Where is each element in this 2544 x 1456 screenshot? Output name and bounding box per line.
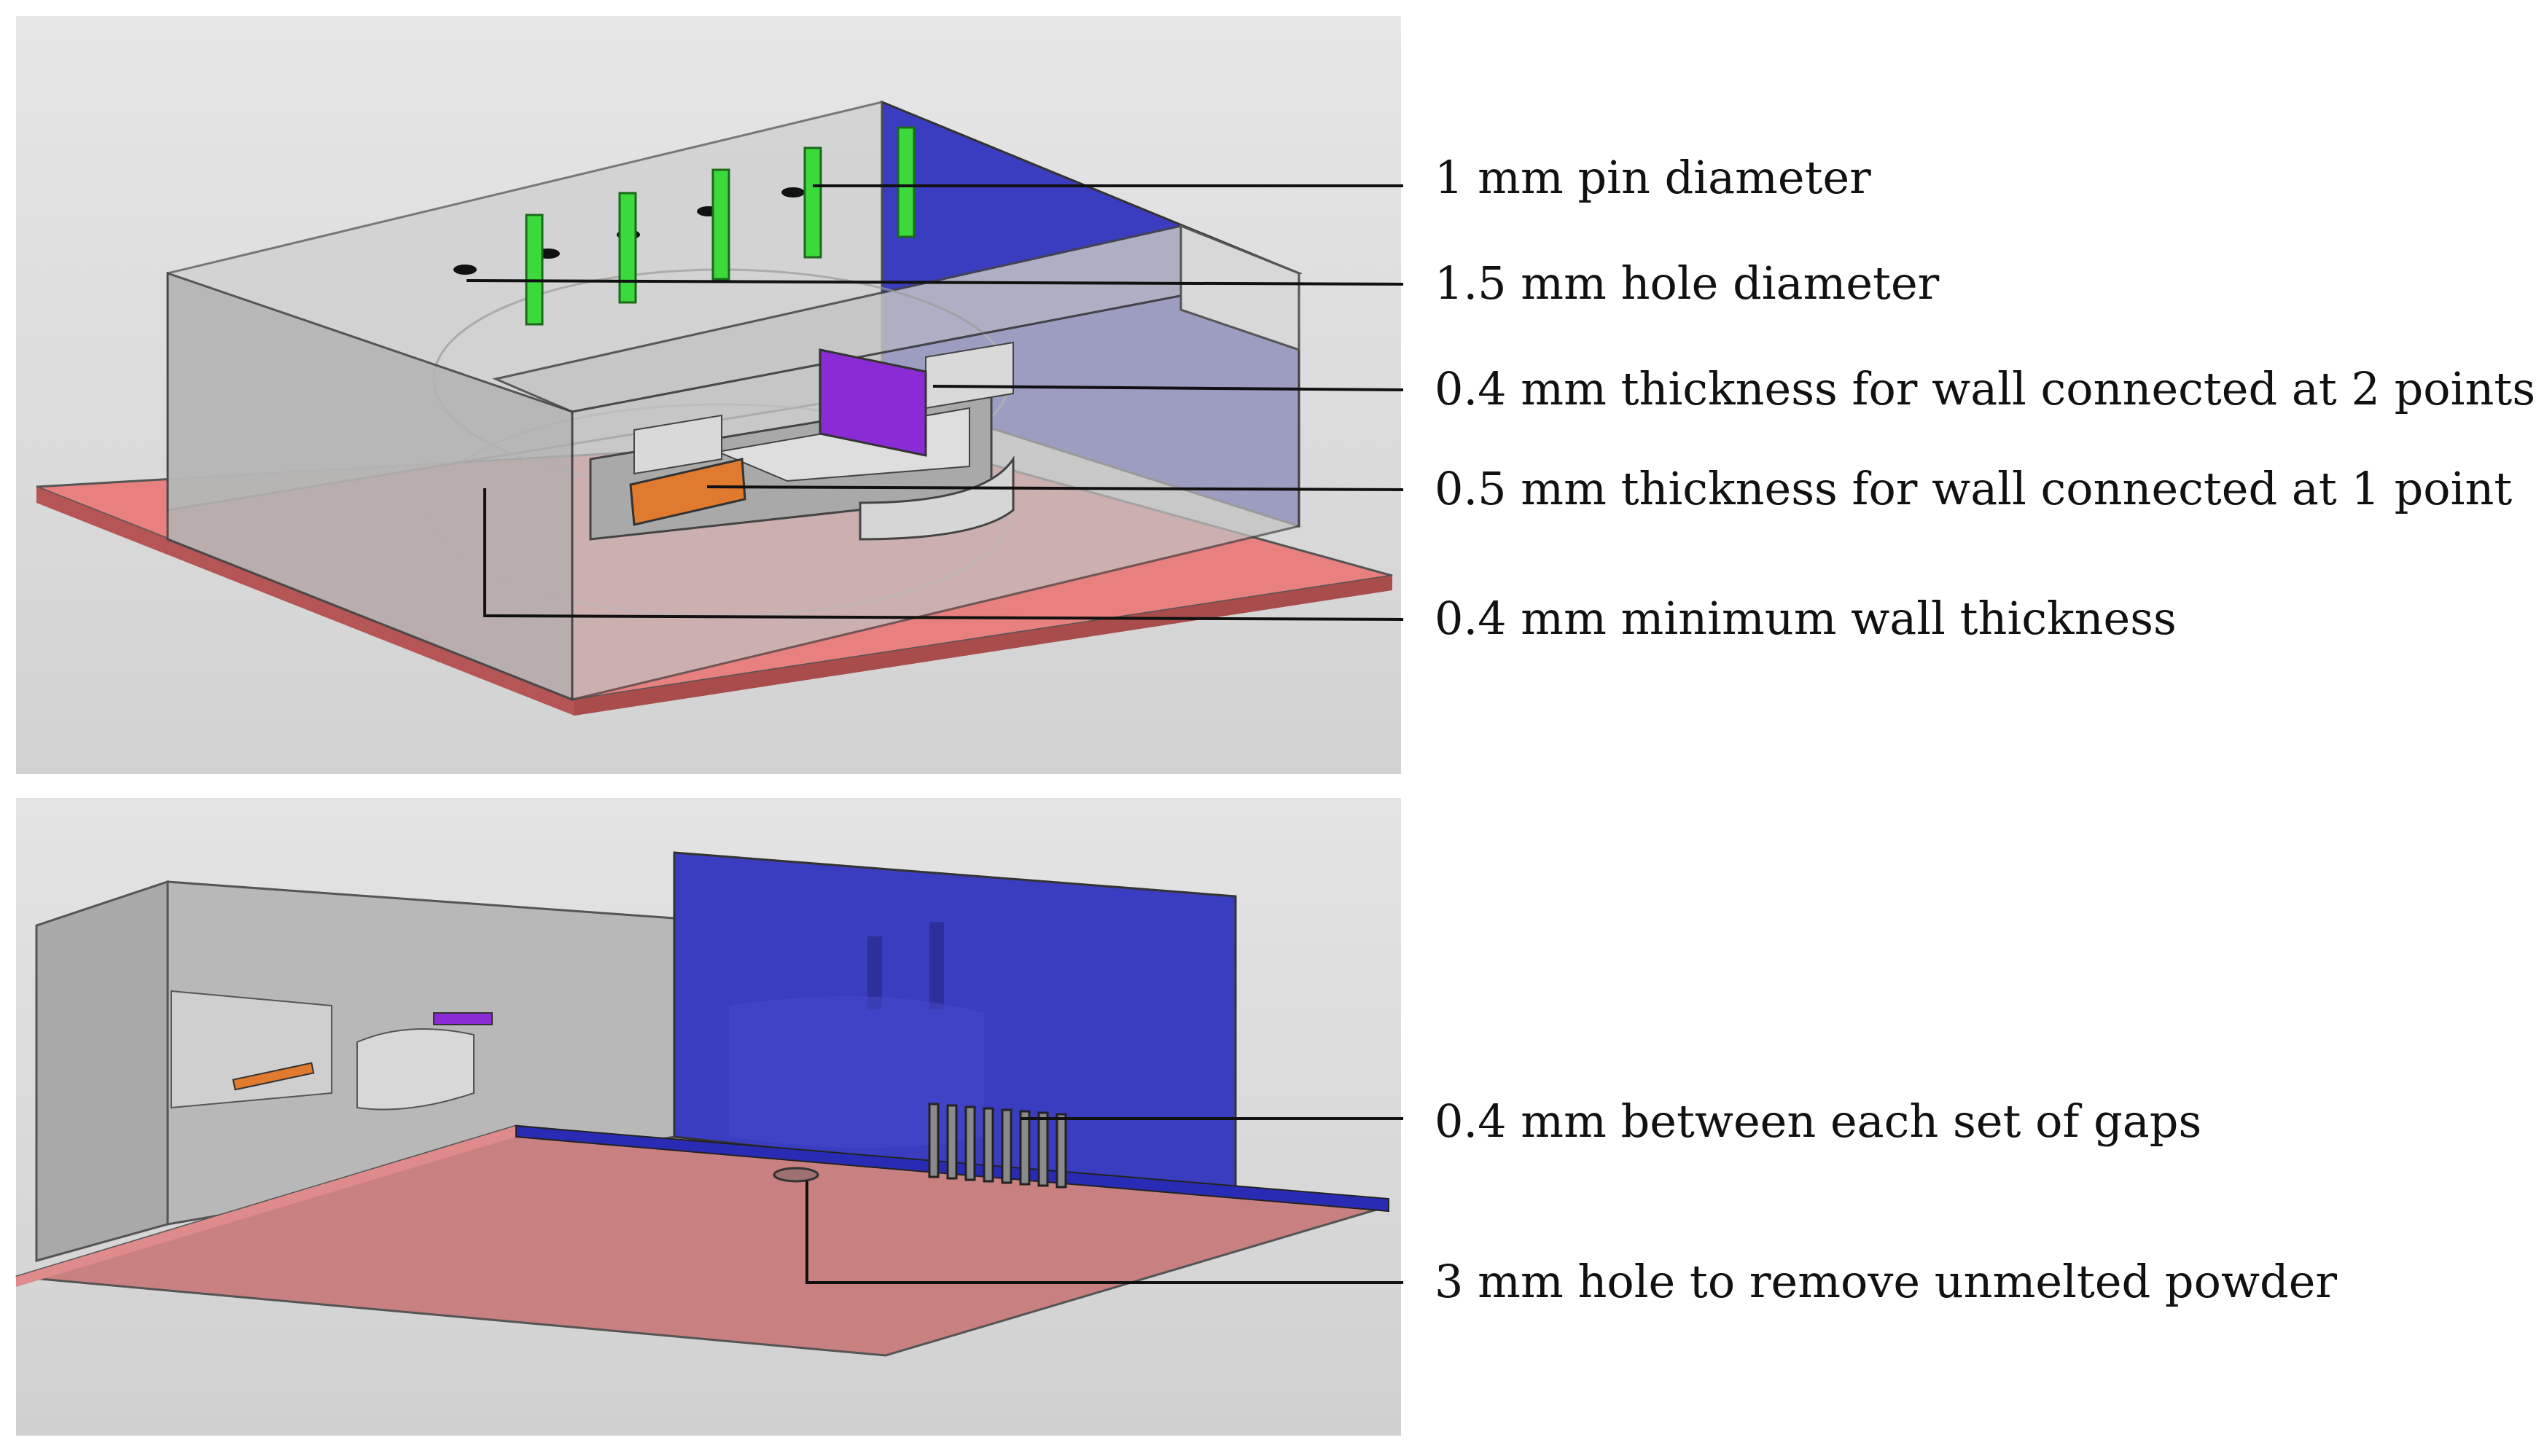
purple-wall	[819, 348, 927, 457]
powder-hole	[773, 1167, 819, 1183]
interior-right-panel	[1179, 224, 1300, 352]
callout-gap-spacing: 0.4 mm between each set of gaps	[1435, 1095, 2202, 1148]
gap-fins	[928, 1103, 1067, 1189]
gap-fin-5	[1001, 1108, 1012, 1184]
cavity-curved-wall	[859, 455, 1015, 541]
gap-fin-1	[928, 1103, 940, 1178]
gap-fin-3	[964, 1105, 976, 1181]
leader-min-wall	[483, 488, 1404, 621]
orange-wall	[629, 458, 746, 526]
gap-fin-8	[1056, 1113, 1067, 1189]
callout-min-wall: 0.4 mm minimum wall thickness	[1435, 592, 2177, 645]
top-base-plate-edge-right	[574, 576, 1392, 716]
top-base-plate-edge	[36, 487, 574, 716]
callout-pin-diameter: 1 mm pin diameter	[1435, 151, 1871, 204]
top-leader-lines	[466, 184, 1404, 621]
green-pin-2	[618, 192, 637, 304]
top-view-panel	[16, 16, 1404, 774]
bottom-inner-panel	[171, 990, 332, 1109]
bottom-leader-lines	[805, 1117, 1403, 1284]
blue-wall-pin-2	[929, 922, 944, 1009]
pin-hole-5	[781, 187, 805, 197]
bottom-view-panel	[15, 798, 1403, 1436]
green-pin-1	[525, 214, 544, 326]
blue-wall-pin-1	[867, 936, 882, 1009]
bottom-base-plate-front	[16, 1126, 516, 1287]
bottom-purple-wall	[433, 1012, 493, 1025]
callout-wall-two-points: 0.4 mm thickness for wall connected at 2…	[1435, 362, 2536, 415]
blue-wall-ghost-cylinder	[729, 996, 984, 1148]
leader-powder-hole	[805, 1181, 1403, 1284]
leader-wall-two-points	[932, 385, 1404, 391]
callout-wall-one-point: 0.5 mm thickness for wall connected at 1…	[1435, 462, 2513, 515]
leader-hole-diameter	[466, 279, 1404, 286]
gap-fin-2	[946, 1104, 958, 1180]
leader-wall-one-point	[706, 485, 1404, 491]
small-box	[633, 414, 722, 475]
gap-fin-6	[1019, 1110, 1031, 1186]
callout-powder-hole: 3 mm hole to remove unmelted powder	[1435, 1255, 2338, 1308]
green-pin-4	[803, 146, 822, 259]
bottom-orange-wall	[232, 1062, 315, 1091]
gap-fin-4	[983, 1107, 994, 1183]
green-pin-3	[711, 168, 730, 281]
bottom-gray-left-wall	[35, 880, 169, 1262]
green-pin-5	[897, 126, 916, 238]
gap-fin-7	[1037, 1111, 1049, 1187]
callout-hole-diameter: 1.5 mm hole diameter	[1435, 257, 1940, 310]
bottom-curved-wall	[356, 1028, 475, 1111]
pin-hole-1	[453, 265, 477, 275]
